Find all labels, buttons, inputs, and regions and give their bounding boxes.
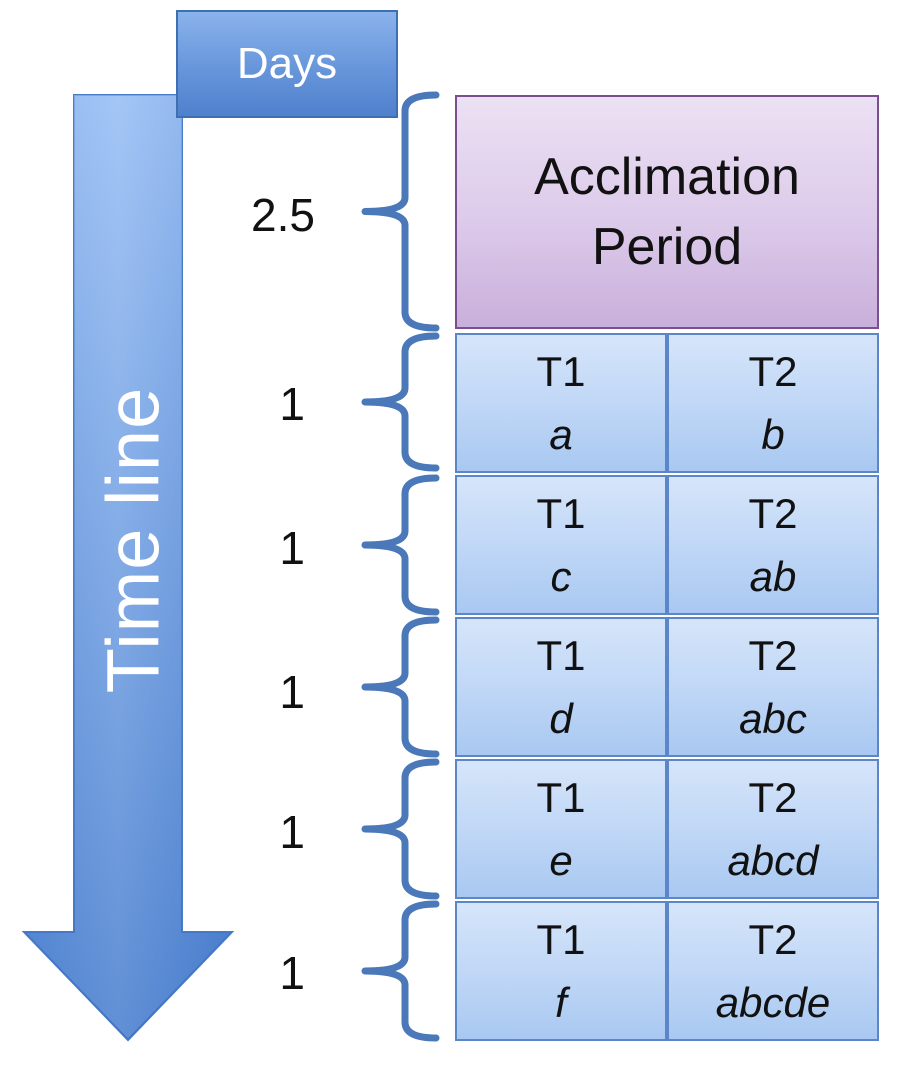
row-days-value: 1 [279,666,305,718]
treatment-group: d [549,695,573,742]
days-header-label: Days [236,39,338,88]
treatment-cell-t2: T2 ab [667,475,879,615]
treatment-group: a [549,411,573,458]
timeline-label: Time line [91,386,175,694]
treatment-cell-t1: T1 d [455,617,667,757]
treatment-group: c [550,553,572,600]
row-days-value: 1 [279,522,305,574]
treatment-label: T1 [536,490,586,537]
treatment-cell-t1: T1 c [455,475,667,615]
treatment-cell-t2: T2 b [667,333,879,473]
treatment-label: T2 [748,774,798,821]
curly-bracket-icon [361,758,440,900]
treatment-label: T1 [536,348,586,395]
days-header: Days [176,10,398,118]
treatment-group: b [761,411,785,458]
curly-bracket-icon [361,900,440,1042]
down-arrow-icon [21,94,235,1042]
treatment-label: T2 [748,916,798,963]
row-days-value: 1 [279,947,305,999]
acclimation-label-line1: Acclimation [534,147,800,206]
treatment-label: T2 [748,490,798,537]
treatment-cell-t2: T2 abcde [667,901,879,1041]
treatment-cell-t1: T1 a [455,333,667,473]
row-days-value: 1 [279,806,305,858]
treatment-label: T1 [536,916,586,963]
treatment-label: T1 [536,632,586,679]
treatment-group: f [555,979,567,1026]
treatment-cell-t1: T1 f [455,901,667,1041]
treatment-group: abcde [715,979,831,1026]
acclimation-days-value: 2.5 [251,189,315,241]
treatment-cell-t2: T2 abc [667,617,879,757]
curly-bracket-icon [361,474,440,616]
curly-bracket-icon [361,332,440,472]
treatment-label: T2 [748,632,798,679]
treatment-cell-t2: T2 abcd [667,759,879,899]
curly-bracket-icon [361,91,440,332]
treatment-group: abc [739,695,807,742]
treatment-label: T2 [748,348,798,395]
treatment-group: e [549,837,573,884]
acclimation-label-line2: Period [591,218,743,276]
bracket-group [361,91,440,1042]
treatment-group: ab [749,553,797,600]
treatment-label: T1 [536,774,586,821]
treatment-cell-t1: T1 e [455,759,667,899]
row-days-value: 1 [279,378,305,430]
curly-bracket-icon [361,616,440,758]
acclimation-period-box: Acclimation Period [455,95,879,329]
treatment-group: abcd [727,837,819,884]
